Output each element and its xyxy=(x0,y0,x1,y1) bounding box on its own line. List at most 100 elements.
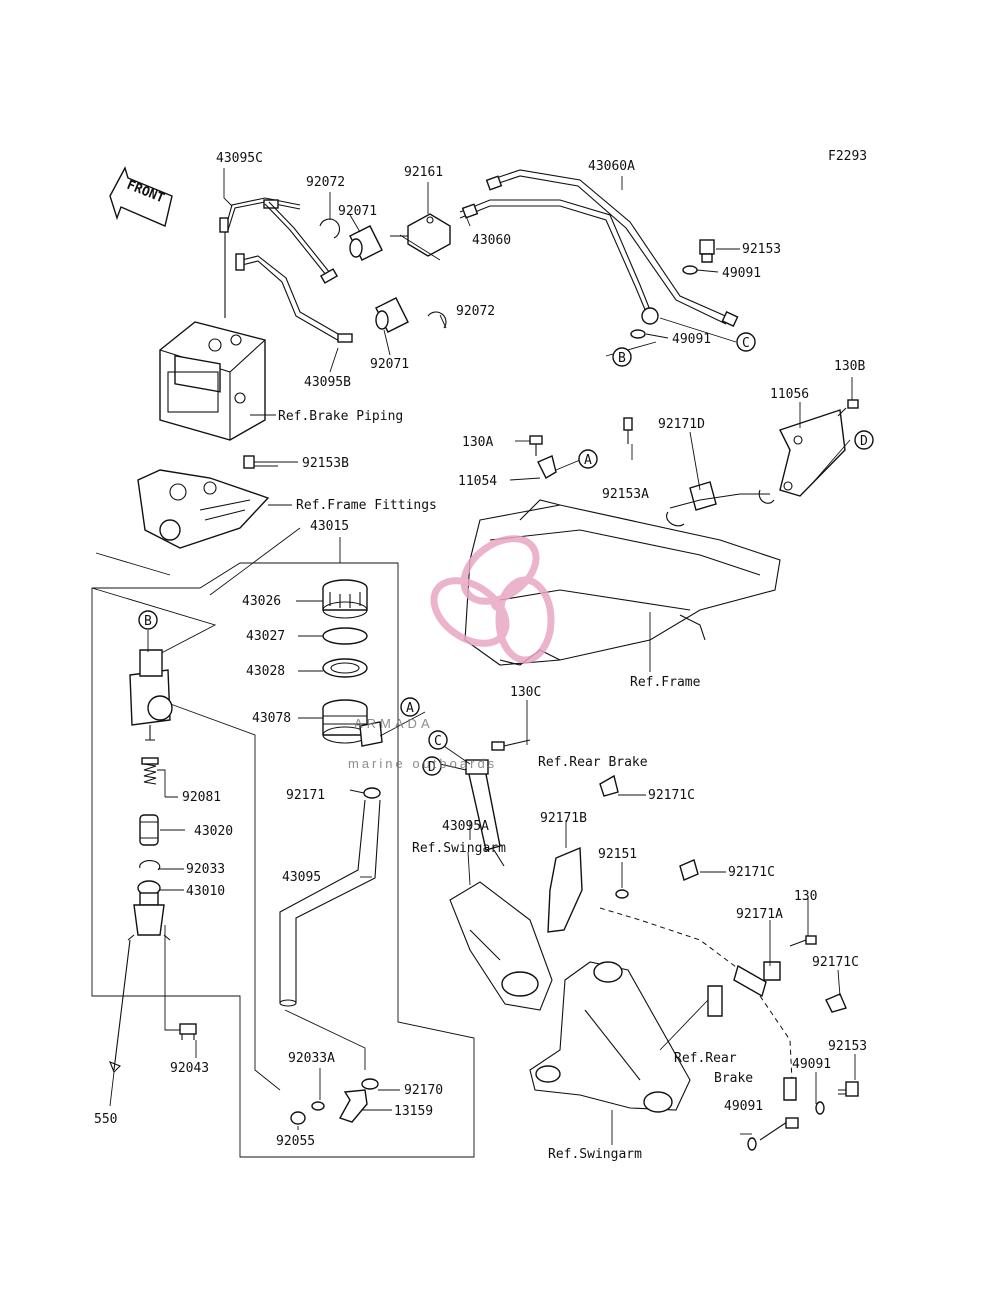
ref-label: Ref.Rear xyxy=(674,1051,737,1066)
part-label: 49091 xyxy=(722,266,761,281)
part-label: 11054 xyxy=(458,474,497,489)
watermark-tagline: marine outboards xyxy=(348,756,497,771)
marker-c: C xyxy=(428,730,448,750)
hose-clamp-icon xyxy=(363,787,381,799)
part-label: 92033 xyxy=(186,862,225,877)
ref-label: Ref.Frame Fittings xyxy=(296,498,437,513)
abs-unit-icon xyxy=(159,321,266,441)
leader-lines xyxy=(109,168,856,1145)
joint-block-icon xyxy=(390,213,451,257)
leader xyxy=(164,925,180,1031)
reservoir-tank-icon xyxy=(322,699,383,747)
bolt-icon xyxy=(837,399,859,417)
brake-hoses-icon xyxy=(219,197,353,343)
marker-a: A xyxy=(400,697,420,717)
part-label: 43026 xyxy=(242,594,281,609)
reservoir-hose-icon xyxy=(279,799,381,1007)
part-label: 130A xyxy=(462,435,493,450)
part-label: 92153 xyxy=(742,242,781,257)
pin-icon xyxy=(179,1023,197,1040)
part-label: 92072 xyxy=(306,175,345,190)
marker-d: D xyxy=(854,430,874,450)
front-arrow-icon: FRONT xyxy=(109,166,173,227)
part-label: 92171C xyxy=(648,788,695,803)
washer-icon xyxy=(815,1101,825,1115)
part-label: 92161 xyxy=(404,165,443,180)
svg-text:C: C xyxy=(742,336,750,351)
assembly-outline xyxy=(91,562,475,1158)
part-label: 92153B xyxy=(302,456,349,471)
washer-icon xyxy=(682,265,698,275)
part-label: 92151 xyxy=(598,847,637,862)
part-label: 92171B xyxy=(540,811,587,826)
assembly-outline xyxy=(91,587,217,661)
part-label: 92043 xyxy=(170,1061,209,1076)
part-label: 130C xyxy=(510,685,541,700)
banjo-bolt-icon xyxy=(699,239,715,263)
bolt-icon xyxy=(529,435,543,456)
svg-text:B: B xyxy=(144,614,152,629)
spring-icon xyxy=(141,757,159,785)
hose-guard-icon xyxy=(547,846,583,933)
ref-label: Ref.Brake Piping xyxy=(278,409,403,424)
bracket-icon xyxy=(779,409,846,497)
part-label: 92055 xyxy=(276,1134,315,1149)
part-label: 43015 xyxy=(310,519,349,534)
ref-label: Ref.Swingarm xyxy=(548,1147,642,1162)
bracket-icon xyxy=(537,455,557,479)
ref-label: Ref.Rear Brake xyxy=(538,755,648,770)
part-label: 43095C xyxy=(216,151,263,166)
brake-pipe-icon xyxy=(459,169,739,327)
part-label: 13159 xyxy=(394,1104,433,1119)
watermark: ARMADA marine outboards xyxy=(348,535,555,771)
part-label: 92171A xyxy=(736,907,783,922)
piston-icon xyxy=(139,814,159,846)
part-label: 92153A xyxy=(602,487,649,502)
callout-labels: 43095C 92072 92071 92161 43060A 43060 92… xyxy=(94,151,867,1162)
pushrod-icon xyxy=(127,880,171,941)
marker-b: B xyxy=(612,347,632,367)
connection-markers: B C A D B A C D xyxy=(138,332,874,776)
svg-text:D: D xyxy=(860,434,868,449)
diaphragm-plate-icon xyxy=(322,627,368,645)
hose-clip-icon xyxy=(825,993,847,1013)
marker-c: C xyxy=(736,332,756,352)
assembly-outline xyxy=(164,701,281,1091)
swingarm-icon xyxy=(529,961,691,1113)
rear-brake-bracket-icon xyxy=(707,985,723,1017)
assembly-outline xyxy=(209,527,301,596)
svg-text:C: C xyxy=(434,734,442,749)
part-label: 92171C xyxy=(728,865,775,880)
washer-icon xyxy=(630,329,646,339)
hose-joint-icon xyxy=(338,1078,379,1123)
part-label: 43078 xyxy=(252,711,291,726)
ref-label: Ref.Swingarm xyxy=(412,841,506,856)
rear-brake-hose-icon xyxy=(599,907,799,1141)
hose-clip-icon xyxy=(666,481,775,527)
svg-text:B: B xyxy=(618,351,626,366)
part-label: 49091 xyxy=(792,1057,831,1072)
part-label: 92171 xyxy=(286,788,325,803)
svg-text:A: A xyxy=(584,453,592,468)
svg-text:D: D xyxy=(428,760,436,775)
washer-icon xyxy=(747,1137,757,1151)
assembly-outline xyxy=(284,1009,366,1070)
frame-fitting-bracket-icon xyxy=(137,469,270,549)
part-label: 43028 xyxy=(246,664,285,679)
banjo-bolt-icon xyxy=(838,1081,859,1097)
master-cylinder-icon xyxy=(129,649,173,741)
part-label: 92171D xyxy=(658,417,705,432)
part-label: 43095 xyxy=(282,870,321,885)
part-label: 92071 xyxy=(370,357,409,372)
damper-icon xyxy=(349,225,409,333)
o-ring-icon xyxy=(290,1111,306,1125)
clip-icon xyxy=(427,311,447,329)
brake-hose-icon xyxy=(465,759,505,867)
part-label: 92171C xyxy=(812,955,859,970)
part-label: 43095A xyxy=(442,819,489,834)
o-ring-icon xyxy=(311,1101,325,1111)
part-label: 43020 xyxy=(194,824,233,839)
watermark-brand: ARMADA xyxy=(354,716,434,731)
